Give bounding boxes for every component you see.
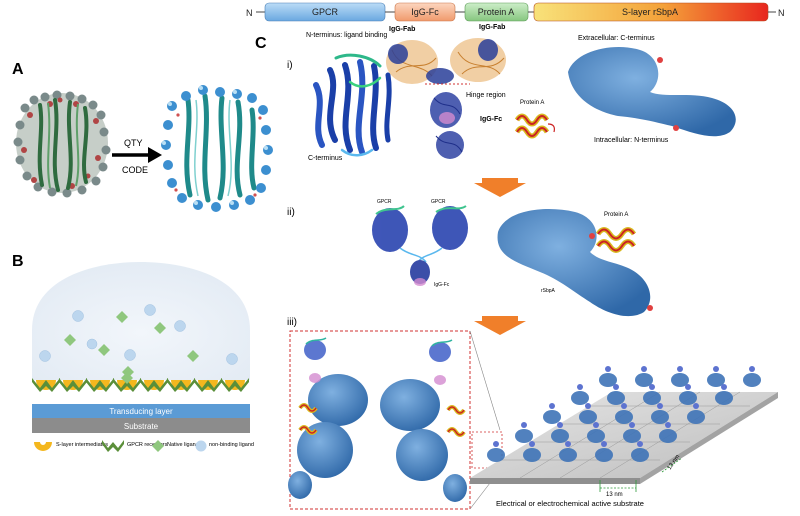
legend-nonbinding-label: non-binding ligand (209, 442, 254, 448)
row-iii: iii) (287, 317, 778, 510)
domain-gpcr-label: GPCR (312, 7, 339, 17)
orange-arrow-2 (474, 316, 526, 335)
row-iii-label: iii) (287, 317, 297, 328)
hinge-region-label: Hinge region (466, 92, 506, 99)
panel-c: C i) N-terminus: ligand binding C-termin… (255, 24, 778, 510)
code-label: CODE (122, 165, 148, 175)
igg-fc-label-ii: IgG-Fc (434, 282, 450, 288)
panel-a: A (12, 61, 273, 212)
substrate-label: Substrate (124, 422, 159, 431)
gpcr-legend-icon (102, 440, 124, 452)
transducing-layer-label: Transducing layer (109, 407, 173, 416)
panel-b-legend: S-layer intermediates GPCR receptors Nat… (34, 440, 254, 452)
gpcr-label-ii-2: GPCR (431, 199, 446, 205)
domain-igg-fc-label: IgG-Fc (411, 7, 439, 17)
substrate-layer (32, 418, 250, 433)
domain-slayer-label: S-layer rSbpA (622, 7, 678, 17)
panel-b: B (12, 253, 254, 452)
construct-n-right: N (778, 8, 785, 18)
dimension-markers (599, 457, 683, 492)
panel-c-letter: C (255, 35, 267, 52)
substrate-caption: Electrical or electrochemical active sub… (496, 499, 644, 508)
row-ii-label: ii) (287, 207, 295, 218)
legend-slayer-label: S-layer intermediates (56, 442, 108, 448)
intracellular-label: Intracellular: N-terminus (594, 137, 669, 144)
slayer-surface-i (568, 46, 736, 137)
inset-assembly (288, 337, 467, 502)
panel-a-letter: A (12, 61, 24, 78)
legend-native-label: Native ligand (167, 442, 199, 448)
protein-a-label-i: Protein A (520, 100, 544, 106)
row-i: i) N-terminus: ligand binding C-terminus (287, 24, 736, 162)
gpcr-receptor-layer (32, 372, 249, 392)
n-terminus-label: N-terminus: ligand binding (306, 32, 387, 39)
c-terminus-label: C-terminus (308, 155, 343, 162)
domain-protein-a-label: Protein A (478, 7, 515, 17)
non-binding-ligands (39, 304, 238, 365)
native-ligand-legend-icon (152, 440, 164, 452)
zoom-inset-box (289, 330, 471, 510)
row-i-label: i) (287, 60, 293, 71)
gpcr-label-ii-1: GPCR (377, 199, 392, 205)
extracellular-label: Extracellular: C-terminus (578, 35, 655, 42)
panel-b-letter: B (12, 253, 24, 270)
construct-bar: N GPCR IgG-Fc Protein A S-layer rSbpA N (246, 2, 785, 22)
igg-fc-label: IgG-Fc (480, 116, 502, 123)
qty-gpcr-structure (161, 85, 273, 212)
native-gpcr-structure (13, 90, 111, 198)
igg-fab-label-2: IgG-Fab (479, 24, 505, 31)
non-binding-ligand-legend-icon (195, 440, 207, 452)
row-ii: ii) GPCR GPCR IgG-Fc (287, 199, 653, 317)
orange-arrow-1 (474, 178, 526, 197)
solution-dome (32, 262, 250, 380)
igg-fab-label-1: IgG-Fab (389, 26, 415, 33)
protein-a-helix (514, 113, 555, 139)
construct-n-left: N (246, 8, 253, 18)
qty-code-arrow: QTY CODE (112, 138, 162, 175)
dimension-label-1: 13 nm (606, 492, 623, 498)
transducing-layer (32, 404, 250, 418)
protein-a-helix-ii (595, 227, 637, 253)
assembly-lattice (487, 366, 761, 462)
gpcr-igg-fusion (372, 205, 468, 286)
slayer-legend-icon (34, 442, 52, 451)
igg-structure (386, 38, 506, 159)
slayer-surface-ii (497, 209, 653, 317)
legend-gpcr-label: GPCR receptors (127, 442, 168, 448)
qty-label: QTY (124, 138, 143, 148)
rsbpa-label: rSbpA (541, 288, 556, 294)
protein-a-label-ii: Protein A (604, 212, 628, 218)
gpcr-ribbon (313, 53, 392, 157)
